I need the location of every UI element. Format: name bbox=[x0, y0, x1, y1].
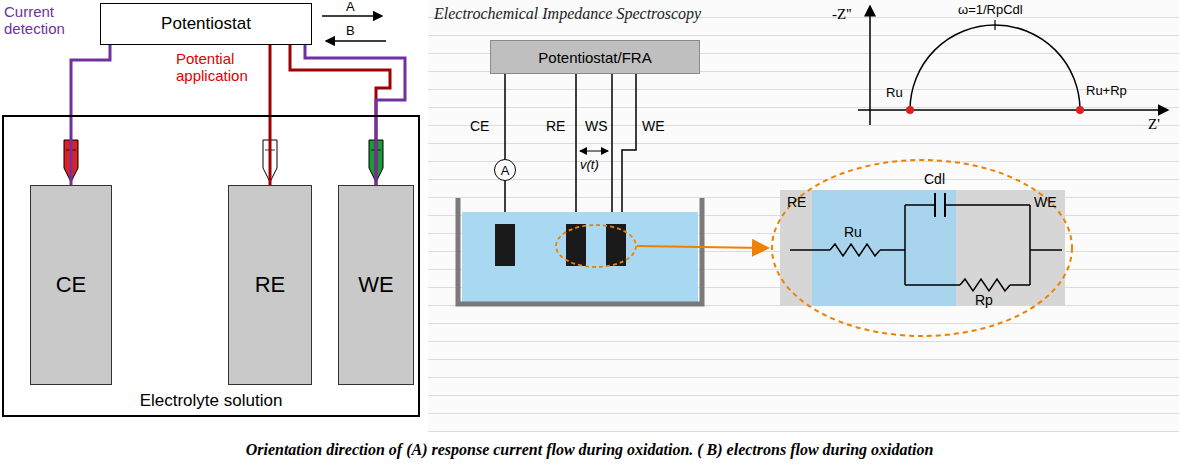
frequency-label: ω=1/RpCdl bbox=[958, 3, 1023, 18]
axis-label: -Z'' bbox=[832, 6, 852, 23]
terminal-label: WE bbox=[1034, 194, 1057, 210]
ruled-lines bbox=[428, 0, 1179, 432]
wire-label: Potential application bbox=[176, 50, 262, 85]
node-text: RE bbox=[255, 272, 286, 298]
counter-electrode: CE bbox=[30, 185, 112, 385]
terminal-label: CE bbox=[470, 118, 489, 134]
panel-title: Electrochemical Impedance Spectroscopy bbox=[434, 5, 701, 23]
beaker bbox=[458, 198, 768, 304]
point-label: Ru+Rp bbox=[1086, 84, 1127, 99]
connector-wire bbox=[504, 74, 506, 159]
point-label: Ru bbox=[886, 86, 903, 101]
node-text: Potentiostat/FRA bbox=[538, 49, 651, 66]
electrolyte-container: Electrolyte solution CE RE WE bbox=[2, 115, 420, 417]
arrow-letter: A bbox=[346, 0, 355, 15]
component-label: Rp bbox=[975, 292, 993, 308]
terminal-label: RE bbox=[787, 194, 806, 210]
direction-arrows bbox=[322, 16, 386, 41]
ammeter-symbol: A bbox=[494, 159, 516, 181]
cell-wires bbox=[505, 74, 636, 224]
reference-electrode: RE bbox=[228, 185, 312, 385]
terminal-label: RE bbox=[546, 118, 565, 134]
axis-label: Z' bbox=[1148, 116, 1160, 133]
node-text: A bbox=[501, 163, 510, 178]
node-text: Potentiostat bbox=[161, 14, 251, 34]
working-electrode: WE bbox=[338, 185, 414, 385]
equivalent-circuit bbox=[772, 160, 1072, 336]
terminal-label: WE bbox=[642, 118, 665, 134]
figure-caption: Orientation direction of (A) response cu… bbox=[0, 441, 1179, 459]
node-text: WE bbox=[358, 272, 393, 298]
potentiostat-box: Potentiostat bbox=[100, 3, 312, 45]
wire-label: Current detection bbox=[4, 3, 78, 38]
arrow-letter: B bbox=[346, 24, 355, 39]
component-label: Ru bbox=[844, 224, 862, 240]
paper-ground bbox=[428, 0, 1179, 432]
nyquist-plot bbox=[858, 6, 1168, 125]
terminal-label: WS bbox=[585, 118, 608, 134]
signal-label: v(t) bbox=[580, 158, 599, 173]
component-label: Cdl bbox=[924, 171, 945, 187]
node-text: CE bbox=[56, 272, 87, 298]
alligator-clips bbox=[64, 140, 383, 182]
node-text: Electrolyte solution bbox=[4, 391, 418, 411]
potentiostat-fra-box: Potentiostat/FRA bbox=[490, 40, 700, 74]
